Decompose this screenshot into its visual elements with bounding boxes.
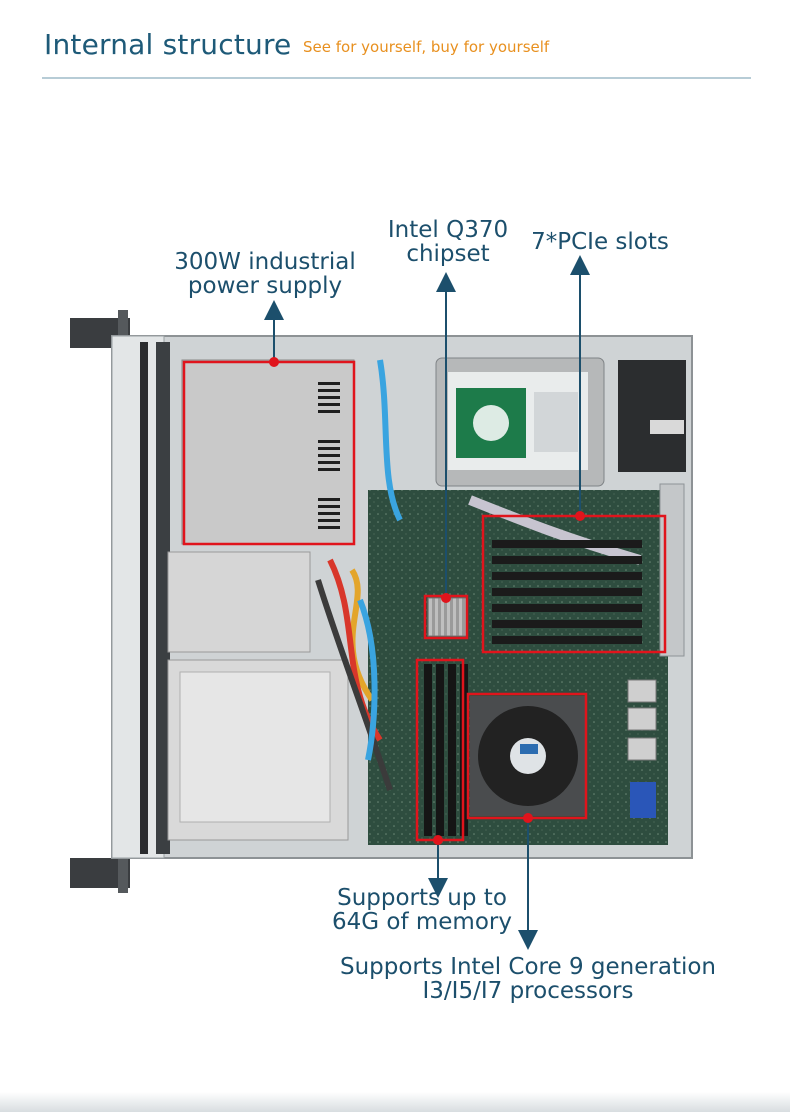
rear-io-ports xyxy=(627,679,657,818)
header-divider xyxy=(42,77,751,79)
pcie-callout-line1: 7*PCIe slots xyxy=(531,229,669,255)
pcie-slot-group xyxy=(492,540,642,644)
psu-callout-line2: power supply xyxy=(187,273,343,299)
cabling xyxy=(315,359,642,791)
bottom-shadow-band xyxy=(0,1092,790,1112)
chipset-dot xyxy=(441,593,451,603)
memory-callout: Supports up to 64G of memory xyxy=(322,886,522,934)
cpu-dot xyxy=(523,813,533,823)
drive-cage-upper xyxy=(167,551,311,653)
cpu-callout: Supports Intel Core 9 generation I3/I5/I… xyxy=(318,955,738,1003)
psu-callout: 300W industrial power supply xyxy=(170,250,360,298)
page-subtitle: See for yourself, buy for yourself xyxy=(303,38,550,56)
cpu-cooler xyxy=(470,696,586,816)
hard-disk-drive xyxy=(435,357,605,487)
page-title: Internal structure xyxy=(44,28,292,61)
rear-io-brackets xyxy=(659,483,685,657)
cpu-callout-line2: I3/I5/I7 processors xyxy=(422,978,634,1004)
chipset-callout-line1: Intel Q370 xyxy=(387,217,509,243)
chassis-fan xyxy=(618,360,686,472)
rack-ear-bottom xyxy=(70,855,130,893)
memory-dot xyxy=(433,835,443,845)
psu-dot xyxy=(269,357,279,367)
power-supply xyxy=(181,359,355,545)
psu-callout-line1: 300W industrial xyxy=(174,249,356,275)
memory-callout-line1: Supports up to xyxy=(337,885,507,911)
chipset-heatsink xyxy=(427,597,467,637)
chipset-callout: Intel Q370 chipset xyxy=(378,218,518,266)
front-panel xyxy=(111,335,165,859)
pcie-callout: 7*PCIe slots xyxy=(520,230,680,254)
chipset-callout-line2: chipset xyxy=(406,241,490,267)
memory-callout-line2: 64G of memory xyxy=(332,909,512,935)
cpu-callout-line1: Supports Intel Core 9 generation xyxy=(339,954,717,980)
pcie-highlight xyxy=(481,514,667,654)
pcie-dot xyxy=(575,511,585,521)
